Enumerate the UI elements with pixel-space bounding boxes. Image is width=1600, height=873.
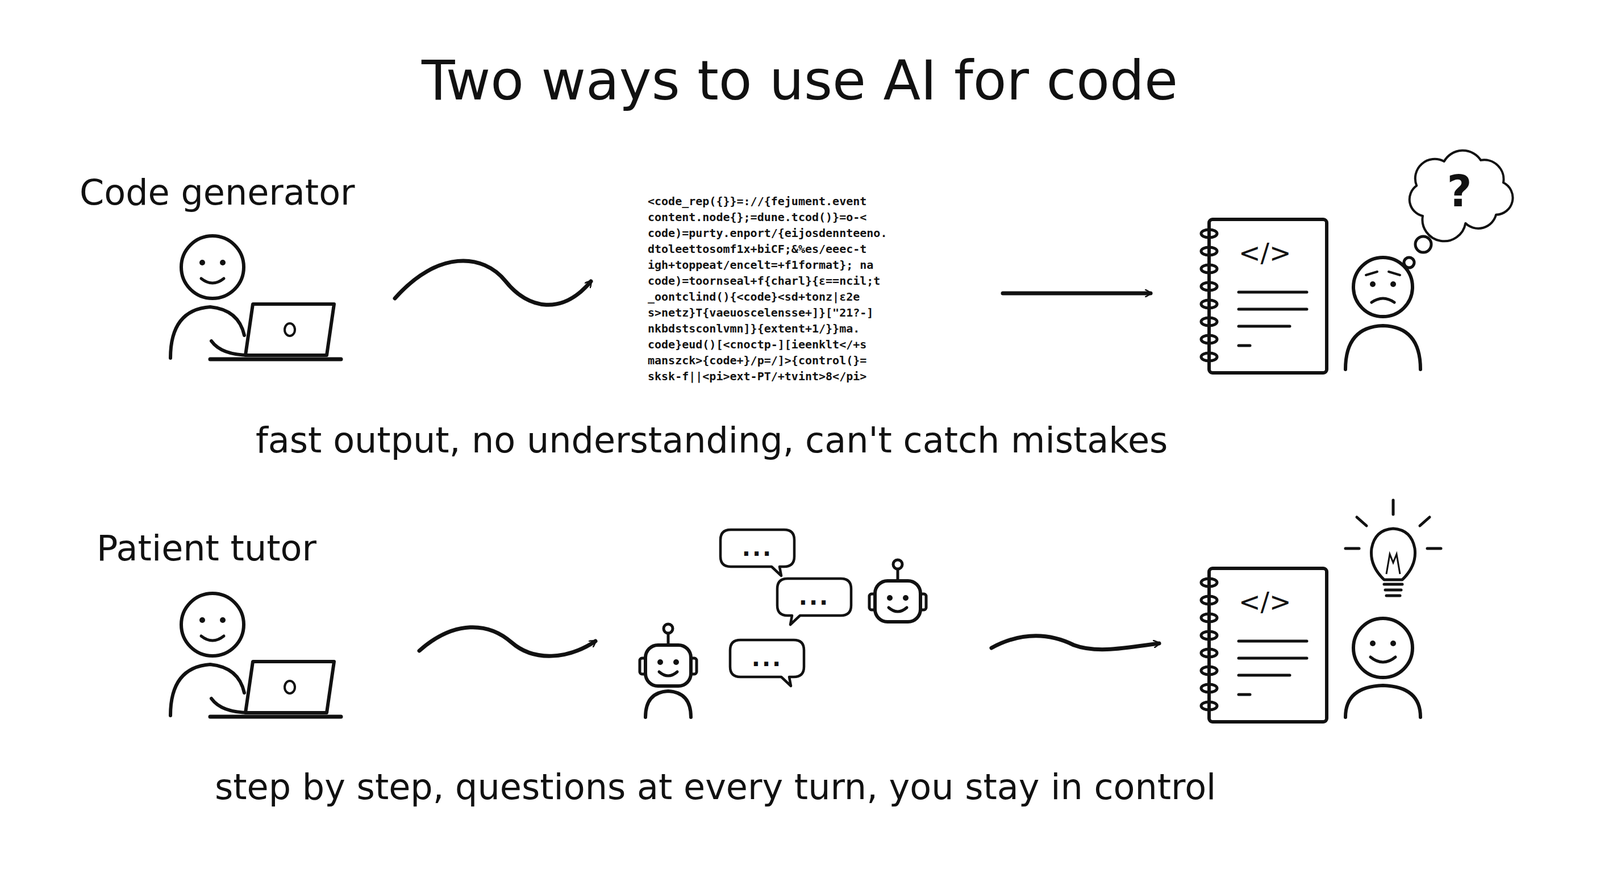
code-symbol: </> (1238, 237, 1292, 269)
ring (1201, 631, 1218, 640)
ring (1201, 282, 1218, 291)
section-label: Patient tutor (96, 527, 317, 569)
ring (1201, 335, 1218, 344)
code-line: code}eud()[<cnoctp-][ieenklt</+s (647, 336, 867, 353)
code-line: code)=toornseal+f{charl}{ε==ncil;t (647, 272, 881, 289)
wavy-arrow (419, 627, 596, 657)
ring (1201, 352, 1218, 361)
notebook (1209, 568, 1327, 722)
section-label: Code generator (79, 171, 356, 214)
question-mark: ? (1446, 165, 1472, 217)
code-line: manszck>{code+}/p=/]>{control(}= (647, 352, 867, 369)
thought-dot (1415, 236, 1432, 253)
wavy-arrow (991, 635, 1160, 650)
confused-person (1345, 257, 1421, 370)
notebook-rings (1201, 578, 1218, 710)
person-at-laptop (170, 235, 341, 360)
robot (869, 559, 927, 622)
ellipsis: ... (798, 583, 831, 610)
person-at-laptop (170, 593, 341, 717)
thought-dot (1403, 257, 1415, 268)
code-symbol: </> (1238, 586, 1292, 618)
thought-cloud: ? (1398, 143, 1521, 235)
light-bulb (1345, 500, 1441, 596)
ring (1201, 247, 1218, 256)
ring (1201, 317, 1218, 326)
ring (1201, 229, 1218, 238)
ellipsis: ... (742, 534, 774, 561)
robot (639, 623, 697, 718)
code-line: content.node{};=dune.tcod()}=o-< (647, 209, 867, 225)
code-line: s>netz}T{vaeuoscelensse+]}["21?-] (647, 304, 874, 321)
ring (1201, 666, 1218, 675)
code-line: igh+toppeat/encelt=+f1format}; na (647, 256, 874, 273)
notebook-rings (1201, 229, 1218, 361)
code-line: _oontclind(){<code}<sd+tonz|ε2e (647, 288, 860, 305)
ellipsis: ... (751, 644, 783, 672)
ring (1201, 596, 1218, 604)
ring (1201, 701, 1218, 710)
notebook (1209, 219, 1327, 373)
caption: fast output, no understanding, can't cat… (255, 419, 1168, 461)
code-line: <code_rep({}}=://{fejument.event (647, 193, 867, 210)
ring (1201, 684, 1218, 693)
wavy-arrow (394, 260, 591, 305)
ring (1201, 264, 1218, 273)
code-line: nkbdstsconlvmn]}{extent+1/}}ma. (647, 320, 860, 337)
code-line: dtoleettosomf1x+biCF;&%es/eeec-t (647, 240, 867, 257)
speech-bubble: ... (727, 636, 807, 689)
happy-person (1345, 618, 1421, 718)
speech-bubble: ... (717, 526, 798, 578)
ring (1201, 578, 1218, 587)
straight-arrow (1002, 291, 1151, 296)
speech-bubble: ... (774, 575, 854, 627)
code-line: code)=purty.enport/{eijosdennteeno. (647, 225, 887, 241)
caption: step by step, questions at every turn, y… (214, 765, 1216, 808)
code-line: sksk-f||<pi>ext-PT/+tvint>8</pi> (647, 368, 867, 385)
ring (1201, 648, 1218, 657)
title: Two ways to use AI for code (421, 48, 1178, 113)
ring (1201, 300, 1218, 308)
ring (1201, 613, 1218, 622)
